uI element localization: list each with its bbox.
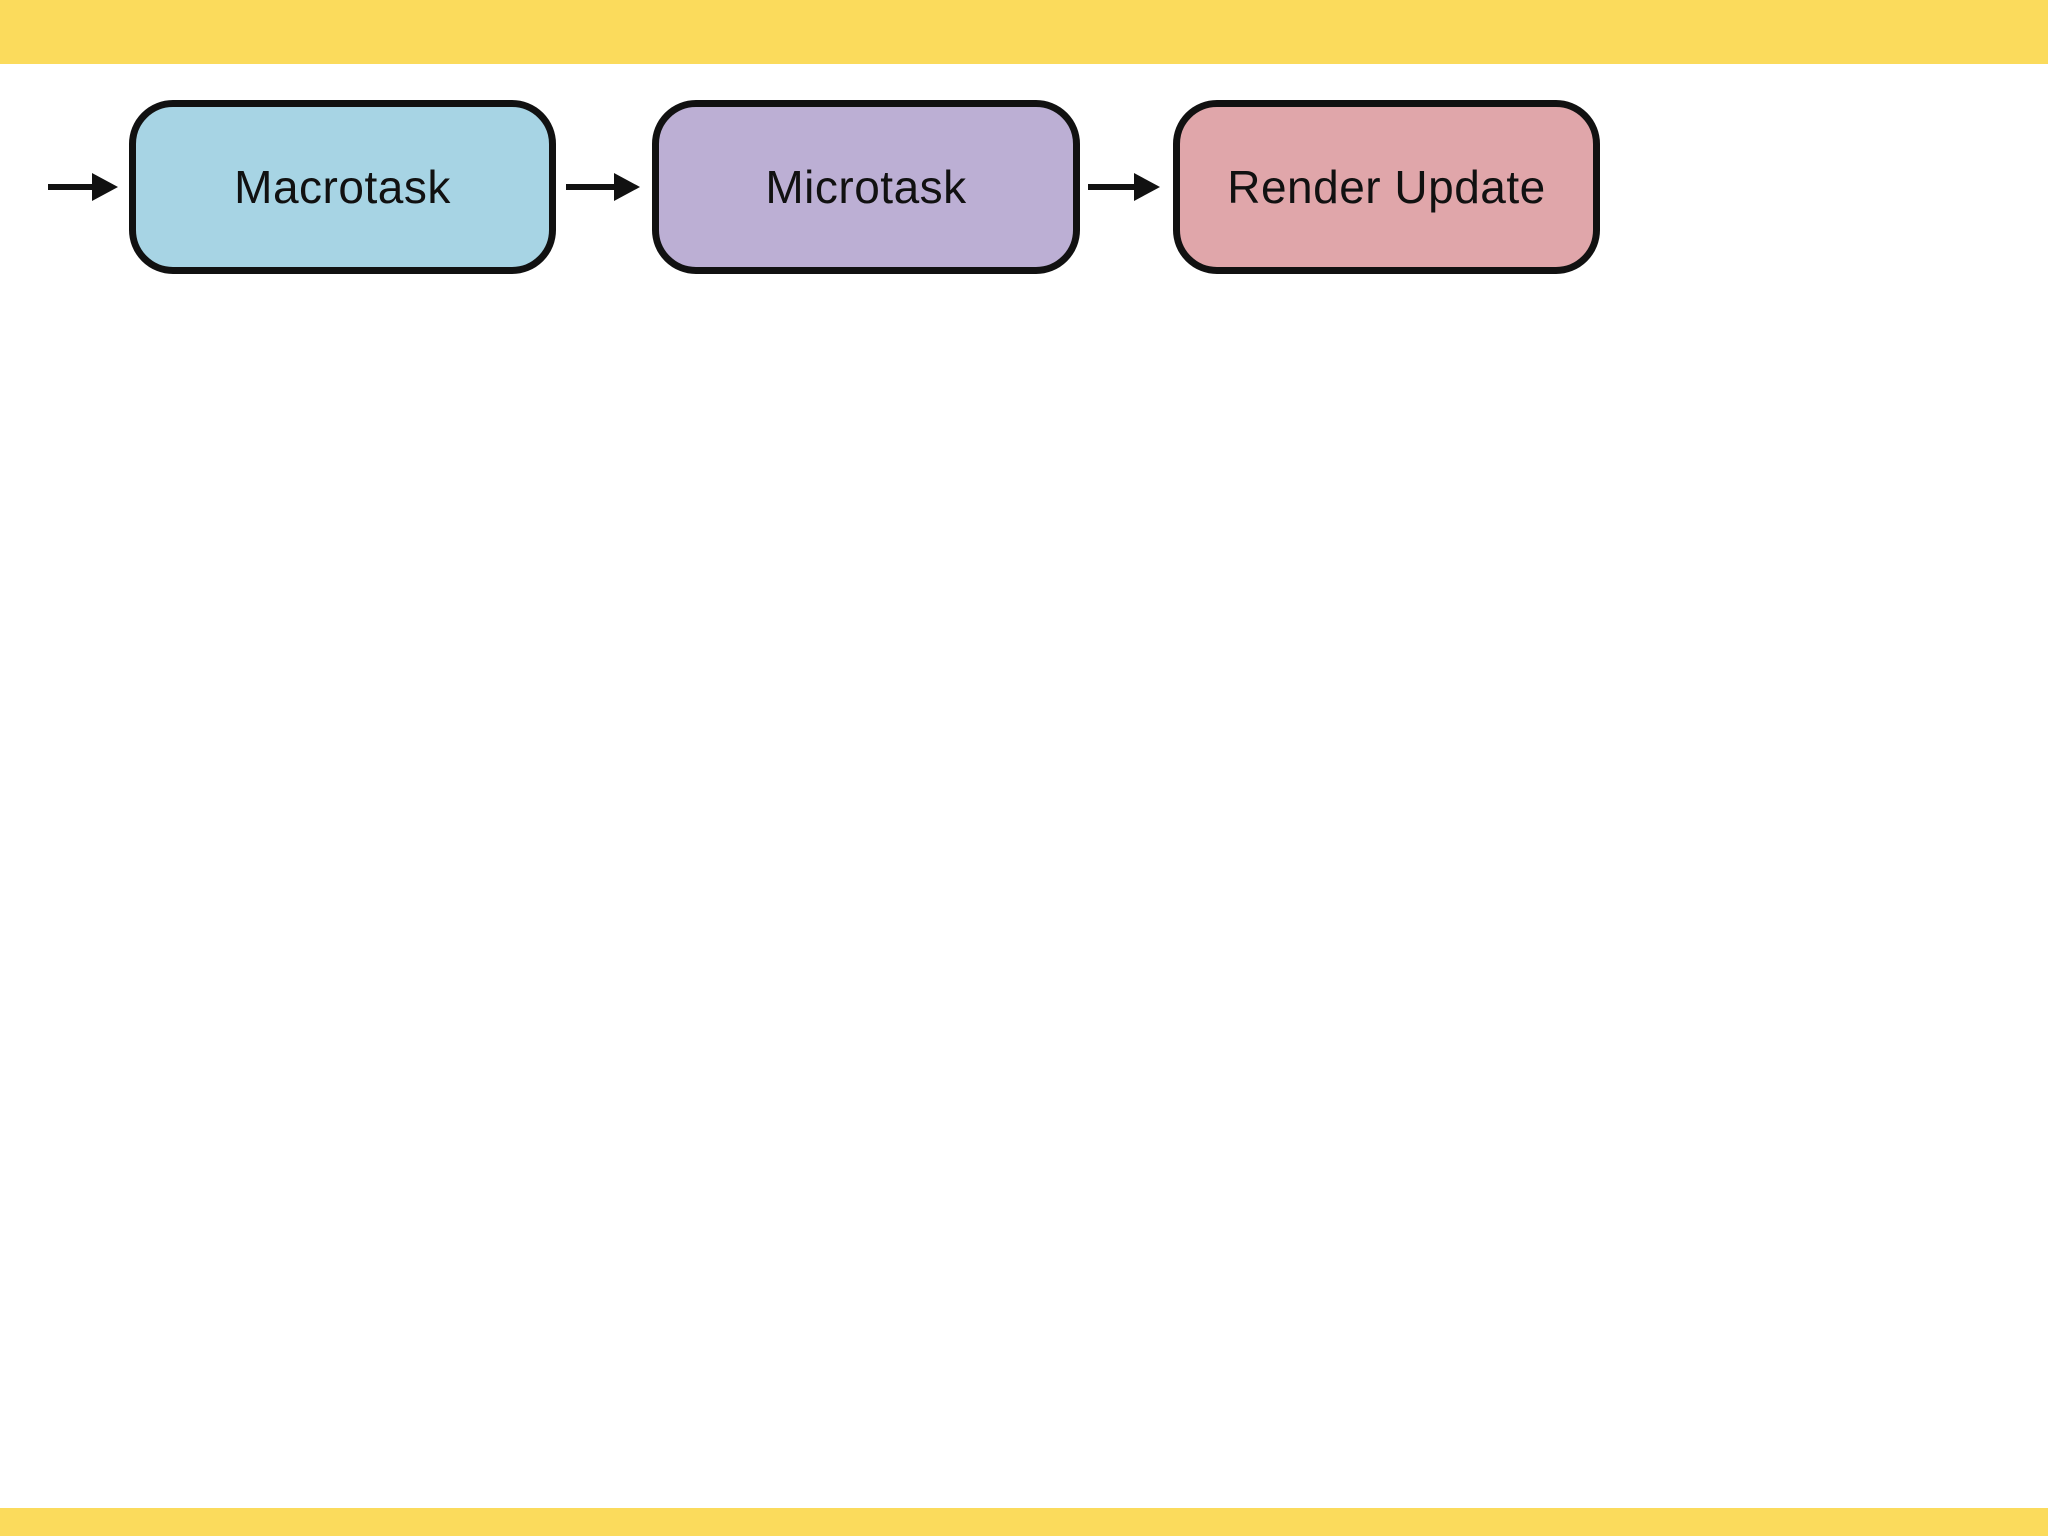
flow-arrow-into-macrotask	[48, 173, 118, 201]
arrow-shaft	[566, 184, 614, 190]
flow-arrow-macrotask-to-microtask	[566, 173, 640, 201]
arrow-right-icon	[614, 173, 640, 201]
node-microtask: Microtask	[652, 100, 1080, 274]
bottom-accent-bar	[0, 1508, 2048, 1536]
event-loop-flow-diagram: Macrotask Microtask Render Update	[0, 0, 2048, 400]
arrow-shaft	[48, 184, 92, 190]
node-macrotask: Macrotask	[129, 100, 556, 274]
arrow-right-icon	[1134, 173, 1160, 201]
arrow-shaft	[1088, 184, 1134, 190]
arrow-right-icon	[92, 173, 118, 201]
top-accent-bar	[0, 0, 2048, 64]
flow-arrow-microtask-to-render	[1088, 173, 1160, 201]
node-render-update-label: Render Update	[1227, 161, 1546, 213]
node-microtask-label: Microtask	[765, 161, 967, 213]
node-macrotask-label: Macrotask	[234, 161, 451, 213]
node-render-update: Render Update	[1173, 100, 1600, 274]
